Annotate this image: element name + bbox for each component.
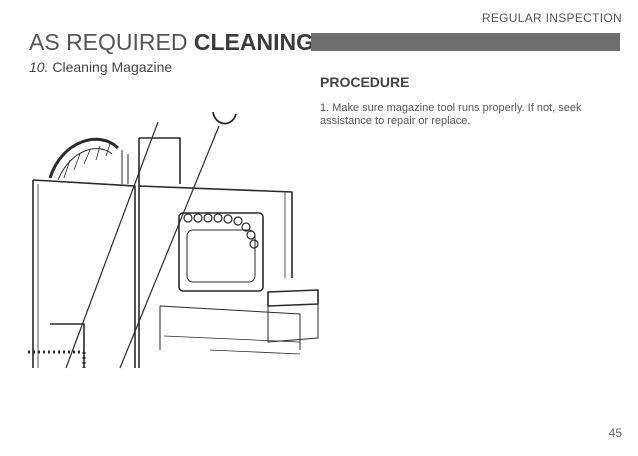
title-emphasis: CLEANING [193,29,314,55]
section-subtitle: 10. Cleaning Magazine [29,59,172,75]
procedure-heading: PROCEDURE [320,74,410,90]
section-label: REGULAR INSPECTION [481,11,622,25]
page-title: AS REQUIRED CLEANING [29,28,314,56]
title-bar [311,33,620,51]
subtitle-number: 10. [29,59,49,75]
page-number: 45 [608,426,622,440]
tool-body-right [138,185,293,368]
procedure-step: 1. Make sure magazine tool runs properly… [320,102,582,127]
callout-marker [212,111,237,125]
magazine-latch [267,289,319,307]
fasteners-row [183,213,259,249]
tool-housing-top [138,137,181,186]
detail-box [50,323,85,368]
hose [48,137,120,179]
magazine-window [178,212,264,292]
callout-line-right [119,125,220,369]
magazine-illustration [28,111,319,369]
tool-body-left [32,179,136,368]
title-prefix: AS REQUIRED [29,29,188,55]
subtitle-text: Cleaning Magazine [52,59,173,75]
callout-line-left [65,121,159,369]
